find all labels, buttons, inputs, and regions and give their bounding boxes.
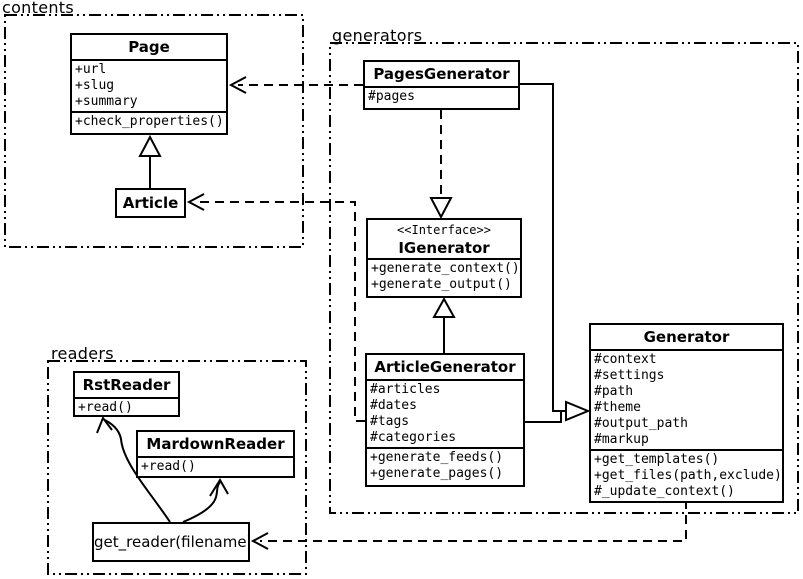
member-row: +generate_pages() <box>370 466 504 481</box>
package-label-contents: contents <box>2 0 74 17</box>
open-arrowhead-icon <box>96 415 113 434</box>
class-box-rstreader: RstReader +read() <box>73 371 180 417</box>
member-row: #categories <box>370 430 457 445</box>
hollow-triangle-icon <box>138 134 162 157</box>
class-title-rstreader: RstReader <box>82 376 171 394</box>
function-box-get-reader: get_reader(filename) <box>92 522 250 562</box>
open-arrowhead-icon <box>250 532 269 550</box>
class-box-article: Article <box>115 188 186 218</box>
class-box-articlegenerator: ArticleGenerator #articles#dates#tags#ca… <box>365 353 525 487</box>
edge-pagesgenerator-uses-page <box>228 76 363 94</box>
class-stereotype-igenerator: <<Interface>> <box>397 223 491 237</box>
member-row: #settings <box>594 368 665 383</box>
member-row: #context <box>594 352 657 367</box>
open-arrowhead-icon <box>228 76 247 94</box>
member-row: #output_path <box>594 416 688 431</box>
class-methods-mardownreader: +read() <box>138 456 293 476</box>
member-row: #pages <box>368 89 415 104</box>
open-arrowhead-icon <box>209 478 229 497</box>
open-arrowhead-icon <box>186 193 205 211</box>
class-methods-page: +check_properties() <box>72 111 226 133</box>
member-row: +summary <box>75 94 138 109</box>
member-row: +read() <box>78 400 133 415</box>
class-methods-rstreader: +read() <box>75 397 178 415</box>
class-title-articlegenerator: ArticleGenerator <box>374 358 516 376</box>
class-attributes-pagesgenerator: #pages <box>365 86 518 108</box>
class-title-generator: Generator <box>643 328 730 346</box>
edge-generator-uses-getreader <box>250 500 687 550</box>
member-row: #markup <box>594 432 649 447</box>
function-title-get-reader: get_reader(filename) <box>94 533 248 551</box>
class-methods-generator: +get_templates()+get_files(path,exclude)… <box>591 449 782 501</box>
member-row: +read() <box>141 459 196 474</box>
member-row: +get_files(path,exclude) <box>594 468 782 483</box>
member-row: +get_templates() <box>594 452 720 467</box>
class-methods-igenerator: +generate_context()+generate_output() <box>368 258 520 296</box>
class-attributes-generator: #context#settings#path#theme#output_path… <box>591 349 782 449</box>
member-row: #tags <box>370 414 410 429</box>
member-row: #theme <box>594 400 641 415</box>
class-title-article: Article <box>122 194 179 212</box>
member-row: #articles <box>370 382 441 397</box>
package-label-generators: generators <box>332 26 423 45</box>
hollow-triangle-icon <box>432 296 456 318</box>
edge-articlegenerator-extends-igenerator <box>432 296 456 353</box>
member-row: #dates <box>370 398 417 413</box>
edge-pagesgenerator-implements-igenerator <box>429 110 453 220</box>
member-row: +url <box>75 62 107 77</box>
package-label-readers: readers <box>51 344 114 363</box>
member-row: +generate_context() <box>371 261 520 276</box>
member-row: #_update_context() <box>594 484 735 499</box>
member-row: #path <box>594 384 634 399</box>
class-title-mardownreader: MardownReader <box>146 435 285 453</box>
hollow-triangle-icon <box>565 400 591 422</box>
member-row: +slug <box>75 78 115 93</box>
class-attributes-articlegenerator: #articles#dates#tags#categories <box>367 379 523 447</box>
class-title-igenerator: IGenerator <box>398 239 490 257</box>
class-methods-articlegenerator: +generate_feeds()+generate_pages() <box>367 447 523 485</box>
class-box-page: Page +url+slug+summary +check_properties… <box>70 33 228 135</box>
class-box-igenerator: <<Interface>> IGenerator +generate_conte… <box>366 218 522 298</box>
class-box-pagesgenerator: PagesGenerator #pages <box>363 60 520 110</box>
edge-article-extends-page <box>138 134 162 188</box>
edge-getreader-to-mardownreader <box>182 478 229 523</box>
class-attributes-page: +url+slug+summary <box>72 59 226 111</box>
class-title-pagesgenerator: PagesGenerator <box>373 65 510 83</box>
class-box-mardownreader: MardownReader +read() <box>136 430 295 478</box>
member-row: +generate_output() <box>371 277 512 292</box>
edge-pagesgenerator-extends-generator <box>520 83 566 412</box>
edge-articlegenerator-uses-article <box>186 193 365 422</box>
class-box-generator: Generator #context#settings#path#theme#o… <box>589 323 784 503</box>
hollow-triangle-icon <box>429 197 453 220</box>
class-title-page: Page <box>128 38 170 56</box>
member-row: +generate_feeds() <box>370 450 504 465</box>
member-row: +check_properties() <box>75 114 224 129</box>
edge-articlegenerator-extends-generator <box>525 410 566 423</box>
